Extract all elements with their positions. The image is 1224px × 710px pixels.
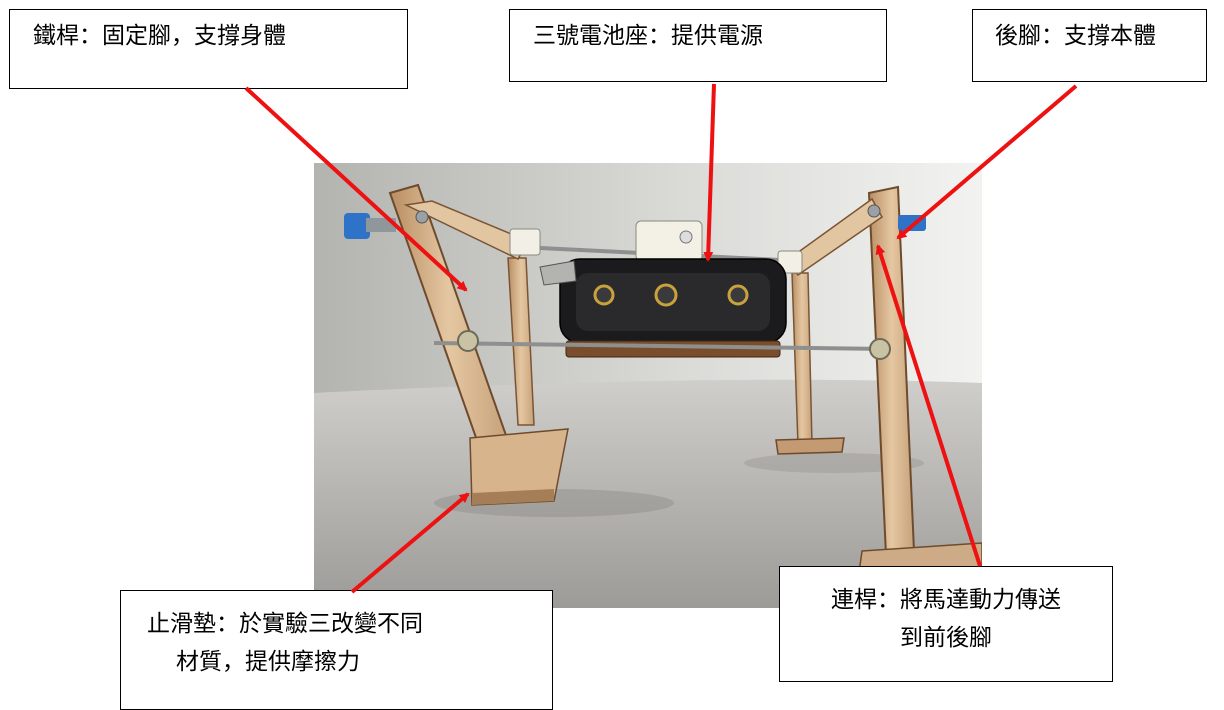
label-anti-slip-pad: 止滑墊：於實驗三改變不同 材質，提供摩擦力 <box>120 590 553 710</box>
label-rear-leg-text: 後腳：支撐本體 <box>995 23 1156 49</box>
back-left-leg <box>507 257 535 426</box>
motor-gearbox <box>635 220 703 262</box>
label-anti-slip-line2: 材質，提供摩擦力 <box>176 649 360 675</box>
blue-cap-right <box>898 215 926 231</box>
label-battery-holder: 三號電池座：提供電源 <box>509 9 887 82</box>
label-link-rod: 連桿：將馬達動力傳送 到前後腳 <box>779 566 1113 682</box>
label-link-rod-line2: 到前後腳 <box>900 625 992 651</box>
back-right-foot <box>775 437 845 455</box>
lower-link-rod <box>433 341 889 351</box>
label-battery-holder-text: 三號電池座：提供電源 <box>533 23 763 49</box>
robot-photo <box>314 163 982 608</box>
label-iron-rod: 鐵桿：固定腳，支撐身體 <box>9 9 408 89</box>
label-link-rod-line1: 連桿：將馬達動力傳送 <box>831 587 1061 613</box>
label-anti-slip-line1: 止滑墊：於實驗三改變不同 <box>147 611 423 637</box>
label-rear-leg: 後腳：支撐本體 <box>972 9 1207 82</box>
label-iron-rod-text: 鐵桿：固定腳，支撐身體 <box>33 23 286 49</box>
